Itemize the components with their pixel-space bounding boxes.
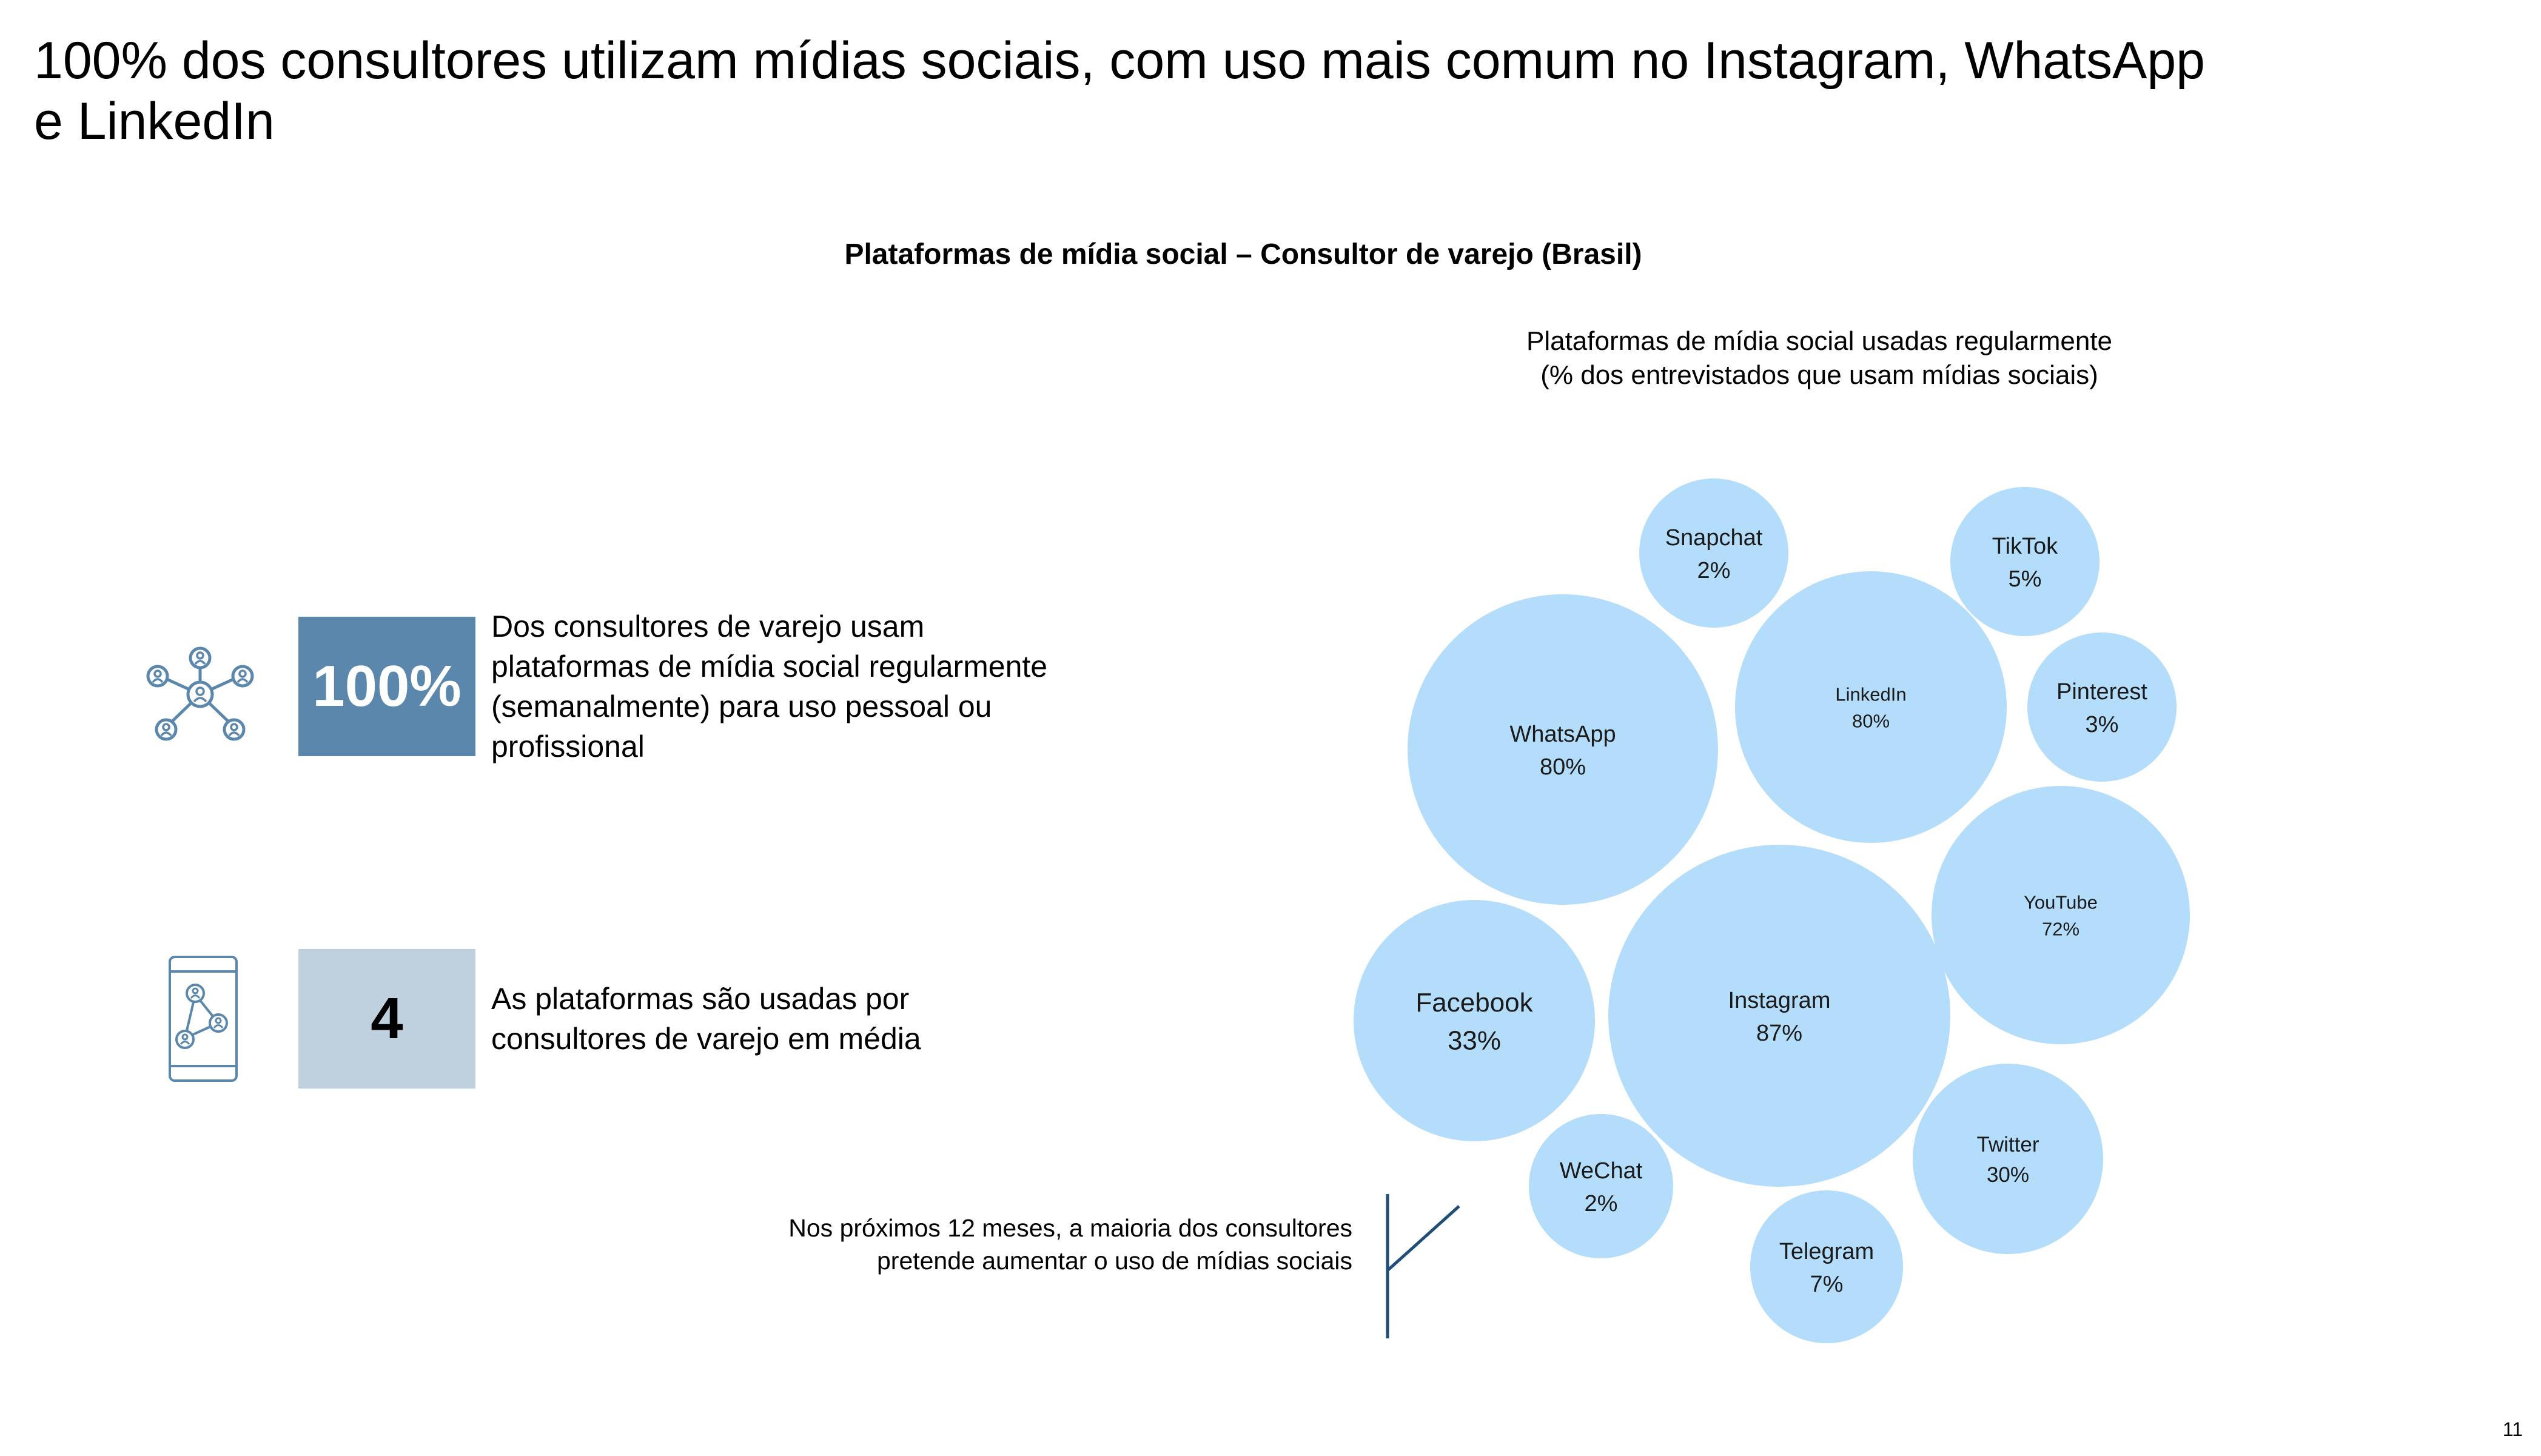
bubble-circle-linkedin	[1735, 571, 2007, 843]
bubble-value-wechat: 2%	[1585, 1191, 1618, 1216]
bubble-wechat: WeChat 2%	[1529, 1114, 1673, 1258]
bubble-circle-instagram	[1608, 845, 1950, 1187]
bubble-circle-twitter	[1913, 1064, 2103, 1254]
bubble-name-whatsapp: WhatsApp	[1509, 722, 1616, 747]
page-number: 11	[2502, 1418, 2523, 1440]
bubble-value-whatsapp: 80%	[1540, 754, 1586, 780]
bubble-circle-youtube	[1932, 786, 2190, 1044]
bubble-name-tiktok: TikTok	[1992, 534, 2058, 559]
smartphone-network-icon	[165, 953, 241, 1084]
bubble-facebook: Facebook 33%	[1354, 900, 1595, 1141]
bubble-circle-pinterest	[2027, 632, 2177, 782]
stat-value-box: 4	[298, 949, 475, 1089]
bubble-circle-telegram	[1750, 1190, 1903, 1343]
bubble-value-youtube: 72%	[2042, 918, 2079, 939]
page-title: 100% dos consultores utilizam mídias soc…	[34, 32, 2206, 150]
bubble-name-linkedin: LinkedIn	[1835, 684, 1906, 705]
bubble-circle-facebook	[1354, 900, 1595, 1141]
bubble-circle-tiktok	[1950, 487, 2100, 636]
bubble-circle-whatsapp	[1408, 594, 1718, 905]
bubble-name-youtube: YouTube	[2024, 892, 2098, 913]
bubble-value-instagram: 87%	[1756, 1021, 1802, 1046]
bubble-name-facebook: Facebook	[1415, 988, 1533, 1018]
bubble-value-snapchat: 2%	[1697, 558, 1731, 583]
bubble-whatsapp: WhatsApp 80%	[1408, 594, 1718, 905]
bubble-telegram: Telegram 7%	[1750, 1190, 1903, 1343]
bubble-value-facebook: 33%	[1448, 1026, 1501, 1056]
bubble-circle-wechat	[1529, 1114, 1673, 1258]
callout-text: Nos próximos 12 meses, a maioria dos con…	[788, 1214, 1352, 1275]
bubble-value-tiktok: 5%	[2009, 566, 2042, 592]
chart-subtitle-line-2: (% dos entrevistados que usam mídias soc…	[1540, 360, 2098, 390]
bubble-name-twitter: Twitter	[1976, 1133, 2039, 1156]
callout-bracket	[1386, 1194, 1460, 1338]
stat-value-box: 100%	[298, 617, 475, 756]
bubble-name-snapchat: Snapchat	[1665, 525, 1763, 551]
chart-subtitle-line-1: Plataformas de mídia social usadas regul…	[1526, 326, 2113, 356]
stat-description: As plataformas são usadas por consultore…	[491, 982, 921, 1056]
bubble-snapchat: Snapchat 2%	[1639, 478, 1788, 628]
bubble-value-telegram: 7%	[1810, 1272, 1844, 1297]
network-users-icon	[139, 634, 261, 755]
chart-title: Plataformas de mídia social – Consultor …	[844, 238, 1642, 270]
bubble-linkedin: LinkedIn 80%	[1735, 571, 2007, 843]
bubble-name-pinterest: Pinterest	[2056, 679, 2147, 705]
bubble-name-wechat: WeChat	[1560, 1158, 1643, 1184]
bubble-value-pinterest: 3%	[2086, 712, 2119, 737]
bubble-tiktok: TikTok 5%	[1950, 487, 2100, 636]
bubble-name-instagram: Instagram	[1728, 988, 1831, 1013]
bubble-instagram: Instagram 87%	[1608, 845, 1950, 1187]
bubble-pinterest: Pinterest 3%	[2027, 632, 2177, 782]
bubble-youtube: YouTube 72%	[1932, 786, 2190, 1044]
stat-description: Dos consultores de varejo usam plataform…	[491, 609, 1048, 763]
bubble-value-twitter: 30%	[1987, 1163, 2029, 1187]
bubble-value-linkedin: 80%	[1852, 710, 1890, 731]
bubble-twitter: Twitter 30%	[1913, 1064, 2103, 1254]
bubble-circle-snapchat	[1639, 478, 1788, 628]
bubble-name-telegram: Telegram	[1779, 1239, 1874, 1264]
